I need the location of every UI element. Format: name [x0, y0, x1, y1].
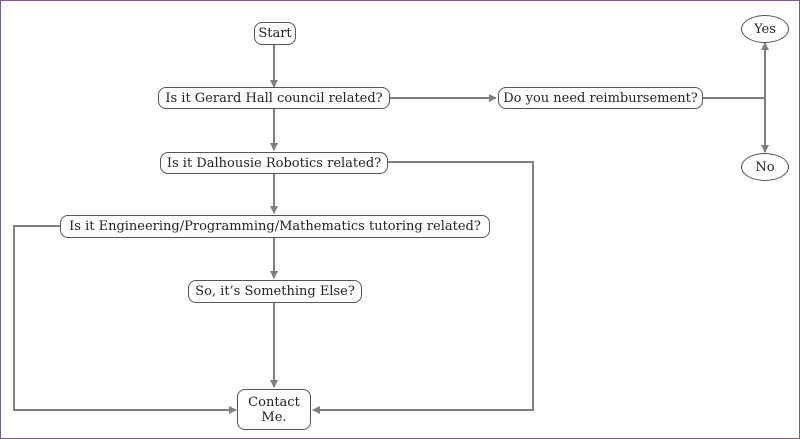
robotics-question-label: Is it Dalhousie Robotics related? [166, 155, 382, 171]
contact-me-node: Contact Me. [237, 389, 311, 430]
reimbursement-question-label: Do you need reimbursement? [503, 90, 698, 106]
tutoring-question-label: Is it Engineering/Programming/Mathematic… [69, 219, 481, 234]
reimbursement-question-node: Do you need reimbursement? [498, 87, 703, 109]
robotics-question-node: Is it Dalhousie Robotics related? [160, 152, 388, 174]
contact-me-label-line1: Contact [248, 394, 300, 410]
start-node-label: Start [258, 26, 292, 41]
something-else-question-node: So, it’s Something Else? [188, 280, 362, 303]
gerard-hall-question-label: Is it Gerard Hall council related? [165, 90, 383, 106]
something-else-question-label: So, it’s Something Else? [195, 284, 355, 299]
tutoring-question-node: Is it Engineering/Programming/Mathematic… [60, 215, 490, 238]
contact-me-label-line2: Me. [261, 409, 287, 425]
no-node: No [741, 153, 789, 181]
yes-node-label: Yes [754, 21, 776, 37]
edge-robotics-to-contact [312, 161, 534, 414]
gerard-hall-question-node: Is it Gerard Hall council related? [158, 87, 390, 109]
edge-tutoring-to-contact [13, 225, 237, 414]
yes-node: Yes [741, 15, 789, 43]
start-node: Start [254, 22, 296, 45]
no-node-label: No [755, 159, 775, 175]
